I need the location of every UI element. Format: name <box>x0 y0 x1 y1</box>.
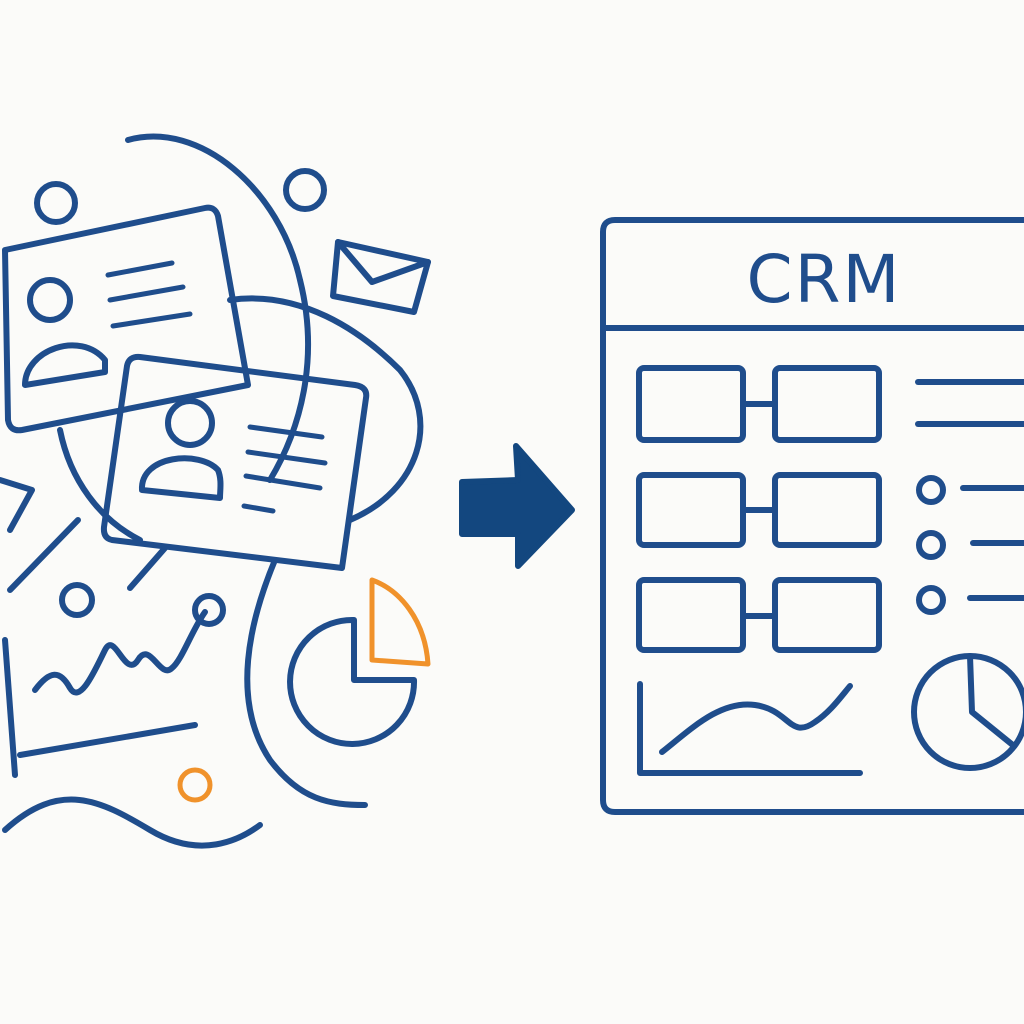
contact-card-icon <box>100 353 370 571</box>
loose-vertical <box>2 637 18 778</box>
table-cell <box>636 577 746 653</box>
text-line <box>107 284 186 303</box>
loose-curve-bottom <box>2 796 263 849</box>
floating-dot-icon <box>34 181 78 225</box>
table-cell <box>636 472 746 548</box>
right-arrow-icon <box>459 443 575 569</box>
text-line <box>105 260 175 278</box>
table-grid-icon <box>636 365 882 653</box>
person-avatar-icon <box>27 277 73 323</box>
envelope-icon <box>330 239 431 315</box>
text-line <box>245 449 328 466</box>
list-bullet <box>916 475 946 505</box>
loose-baseline <box>17 722 198 758</box>
line-chart-icon <box>32 593 226 696</box>
list-icon <box>915 379 1024 615</box>
table-cell <box>636 365 746 443</box>
crm-title: CRM <box>747 241 902 318</box>
loose-diagonal-2 <box>127 545 168 591</box>
chart-line <box>659 683 853 755</box>
crm-dashboard-panel: CRM <box>600 217 1024 815</box>
loose-curve-left <box>57 427 143 543</box>
envelope-icon <box>0 477 35 533</box>
list-bullet <box>916 530 946 560</box>
floating-dot-icon <box>59 582 95 618</box>
floating-dot-icon <box>283 168 327 212</box>
loose-diagonal <box>7 517 81 593</box>
pie-chart-icon <box>911 653 1024 771</box>
scattered-data-cluster <box>0 133 431 849</box>
loose-curve-down <box>244 557 368 808</box>
loose-curve-top <box>125 133 312 483</box>
line-chart-icon <box>637 681 863 776</box>
circle-dot-icon <box>177 767 213 803</box>
table-cell <box>772 472 882 548</box>
table-cell <box>772 365 882 443</box>
contact-card-icon <box>2 204 251 434</box>
chart-axis <box>637 681 863 776</box>
person-avatar-icon <box>165 398 215 448</box>
text-line <box>241 503 276 514</box>
crm-window-frame <box>600 217 1024 815</box>
table-cell <box>772 577 882 653</box>
loose-curve-oval <box>227 295 424 523</box>
text-line <box>110 311 193 329</box>
text-line <box>243 473 323 491</box>
list-bullet <box>916 585 946 615</box>
text-line <box>247 424 325 440</box>
pie-chart-icon <box>287 577 431 747</box>
